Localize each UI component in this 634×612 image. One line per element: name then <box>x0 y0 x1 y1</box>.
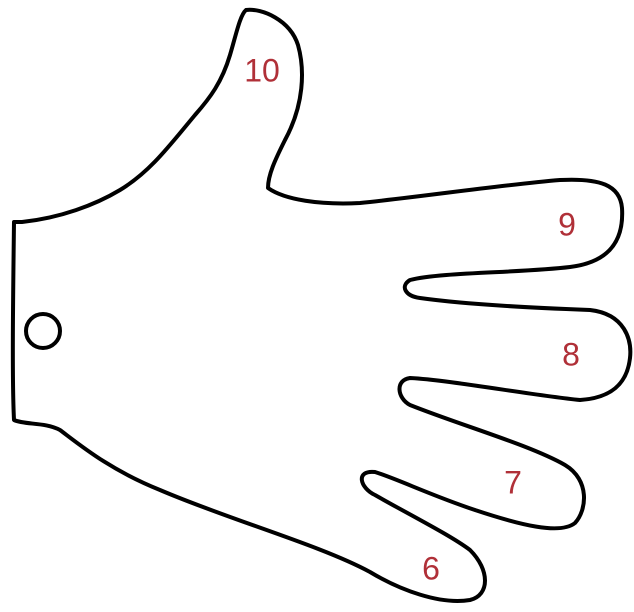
hand-outline <box>13 10 630 601</box>
finger-number-little: 6 <box>422 550 440 586</box>
finger-number-ring: 7 <box>504 464 522 500</box>
wrist-marker <box>26 314 60 348</box>
finger-number-thumb: 10 <box>244 52 280 88</box>
finger-number-index: 9 <box>558 206 576 242</box>
finger-number-middle: 8 <box>562 336 580 372</box>
